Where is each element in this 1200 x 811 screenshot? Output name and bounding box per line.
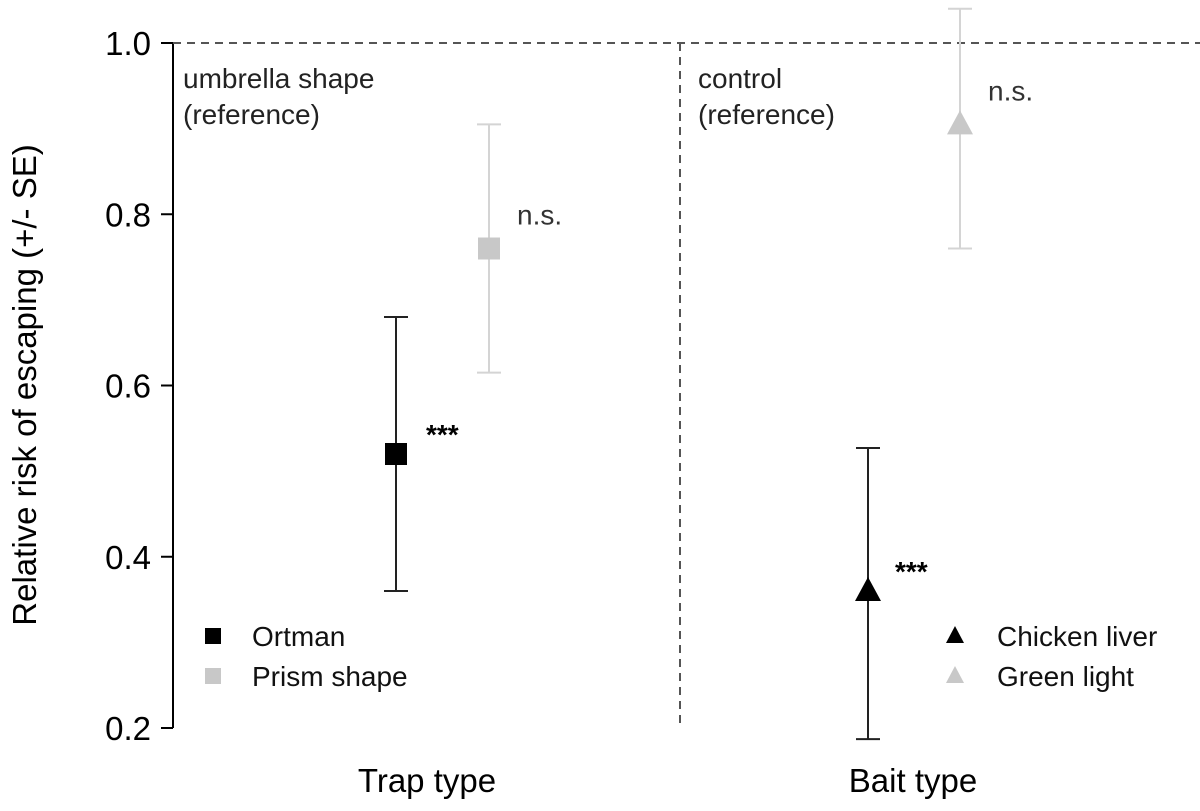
significance-green-light: n.s.: [988, 75, 1033, 106]
bait-reference-label-line-2: (reference): [698, 99, 835, 130]
point-chicken-liver: ***: [855, 447, 928, 741]
y-axis: 0.2 0.4 0.6 0.8 1.0: [105, 25, 174, 747]
legend-marker-ortman: [205, 628, 221, 644]
significance-chicken-liver: ***: [895, 556, 928, 587]
trap-reference-label-line-1: umbrella shape: [183, 63, 374, 94]
significance-ortman: ***: [426, 419, 459, 450]
legend-label-green-light: Green light: [997, 661, 1134, 692]
legend-label-prism-shape: Prism shape: [252, 661, 408, 692]
point-prism-shape: n.s.: [477, 123, 562, 374]
legend-label-chicken-liver: Chicken liver: [997, 621, 1157, 652]
trap-type-x-label: Trap type: [358, 762, 496, 799]
marker-chicken-liver: [855, 577, 881, 601]
y-tick-label-2: 0.6: [105, 368, 151, 405]
legend-item-green-light: Green light: [946, 661, 1134, 692]
bait-reference-label-line-1: control: [698, 63, 782, 94]
legend-marker-prism-shape: [205, 668, 221, 684]
y-tick-label-0: 0.2: [105, 710, 151, 747]
legend-label-ortman: Ortman: [252, 621, 345, 652]
legend-item-ortman: Ortman: [205, 621, 345, 652]
marker-prism-shape: [478, 237, 500, 260]
data-marks: *** n.s. *** n.s.: [384, 7, 1033, 741]
marker-ortman: [385, 443, 407, 465]
legend-item-prism-shape: Prism shape: [205, 661, 408, 692]
y-tick-label-3: 0.8: [105, 196, 151, 233]
legend-item-chicken-liver: Chicken liver: [946, 621, 1157, 652]
bait-type-x-label: Bait type: [849, 762, 977, 799]
significance-prism-shape: n.s.: [517, 200, 562, 231]
y-tick-label-1: 0.4: [105, 539, 151, 576]
trap-reference-label-line-2: (reference): [183, 99, 320, 130]
point-green-light: n.s.: [947, 7, 1033, 250]
legend-marker-green-light: [946, 666, 964, 683]
point-ortman: ***: [384, 316, 459, 592]
y-axis-label: Relative risk of escaping (+/- SE): [6, 144, 43, 625]
y-tick-label-4: 1.0: [105, 25, 151, 62]
marker-green-light: [947, 110, 973, 135]
legend-marker-chicken-liver: [946, 626, 964, 643]
